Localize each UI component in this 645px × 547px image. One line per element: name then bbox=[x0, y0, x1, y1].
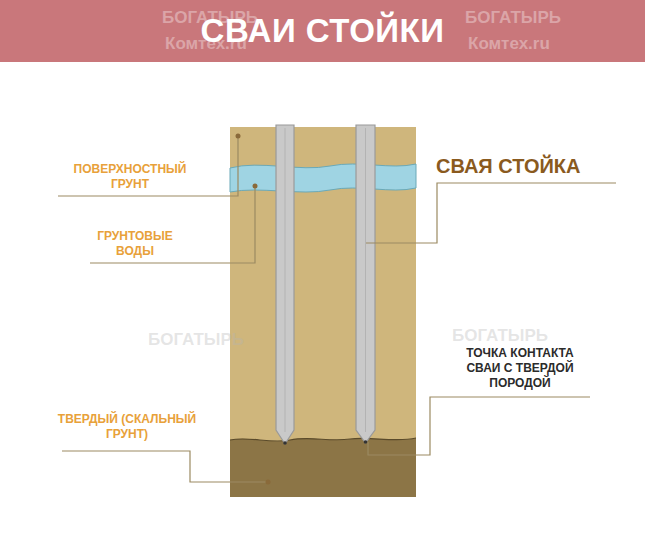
rock-layer bbox=[230, 438, 416, 497]
watermark: БОГАТЫРЬ bbox=[148, 330, 244, 350]
pile bbox=[356, 125, 375, 443]
layer-label: ТВЕРДЫЙ (СКАЛЬНЫЙ ГРУНТ) bbox=[52, 412, 202, 442]
watermark: БОГАТЫРЬ bbox=[452, 326, 548, 346]
watermark: БОГАТЫРЬ bbox=[162, 8, 258, 28]
pile bbox=[276, 125, 294, 444]
header-band bbox=[0, 0, 645, 62]
contact-marks bbox=[283, 440, 367, 445]
watermark: БОГАТЫРЬ bbox=[465, 8, 561, 28]
part-label: СВАЯ СТОЙКА bbox=[436, 154, 621, 178]
layer-label: ГРУНТОВЫЕ ВОДЫ bbox=[85, 229, 185, 259]
watermark: Комтех.ru bbox=[468, 34, 550, 54]
surface-soil bbox=[230, 127, 416, 497]
layer-label: ПОВЕРХНОСТНЫЙ ГРУНТ bbox=[55, 162, 205, 192]
groundwater-band bbox=[230, 164, 416, 192]
part-label: ТОЧКА КОНТАКТА СВАИ С ТВЕРДОЙ ПОРОДОЙ bbox=[450, 346, 590, 391]
watermark: Комтех.ru bbox=[165, 34, 247, 54]
leader-dots bbox=[236, 134, 271, 485]
